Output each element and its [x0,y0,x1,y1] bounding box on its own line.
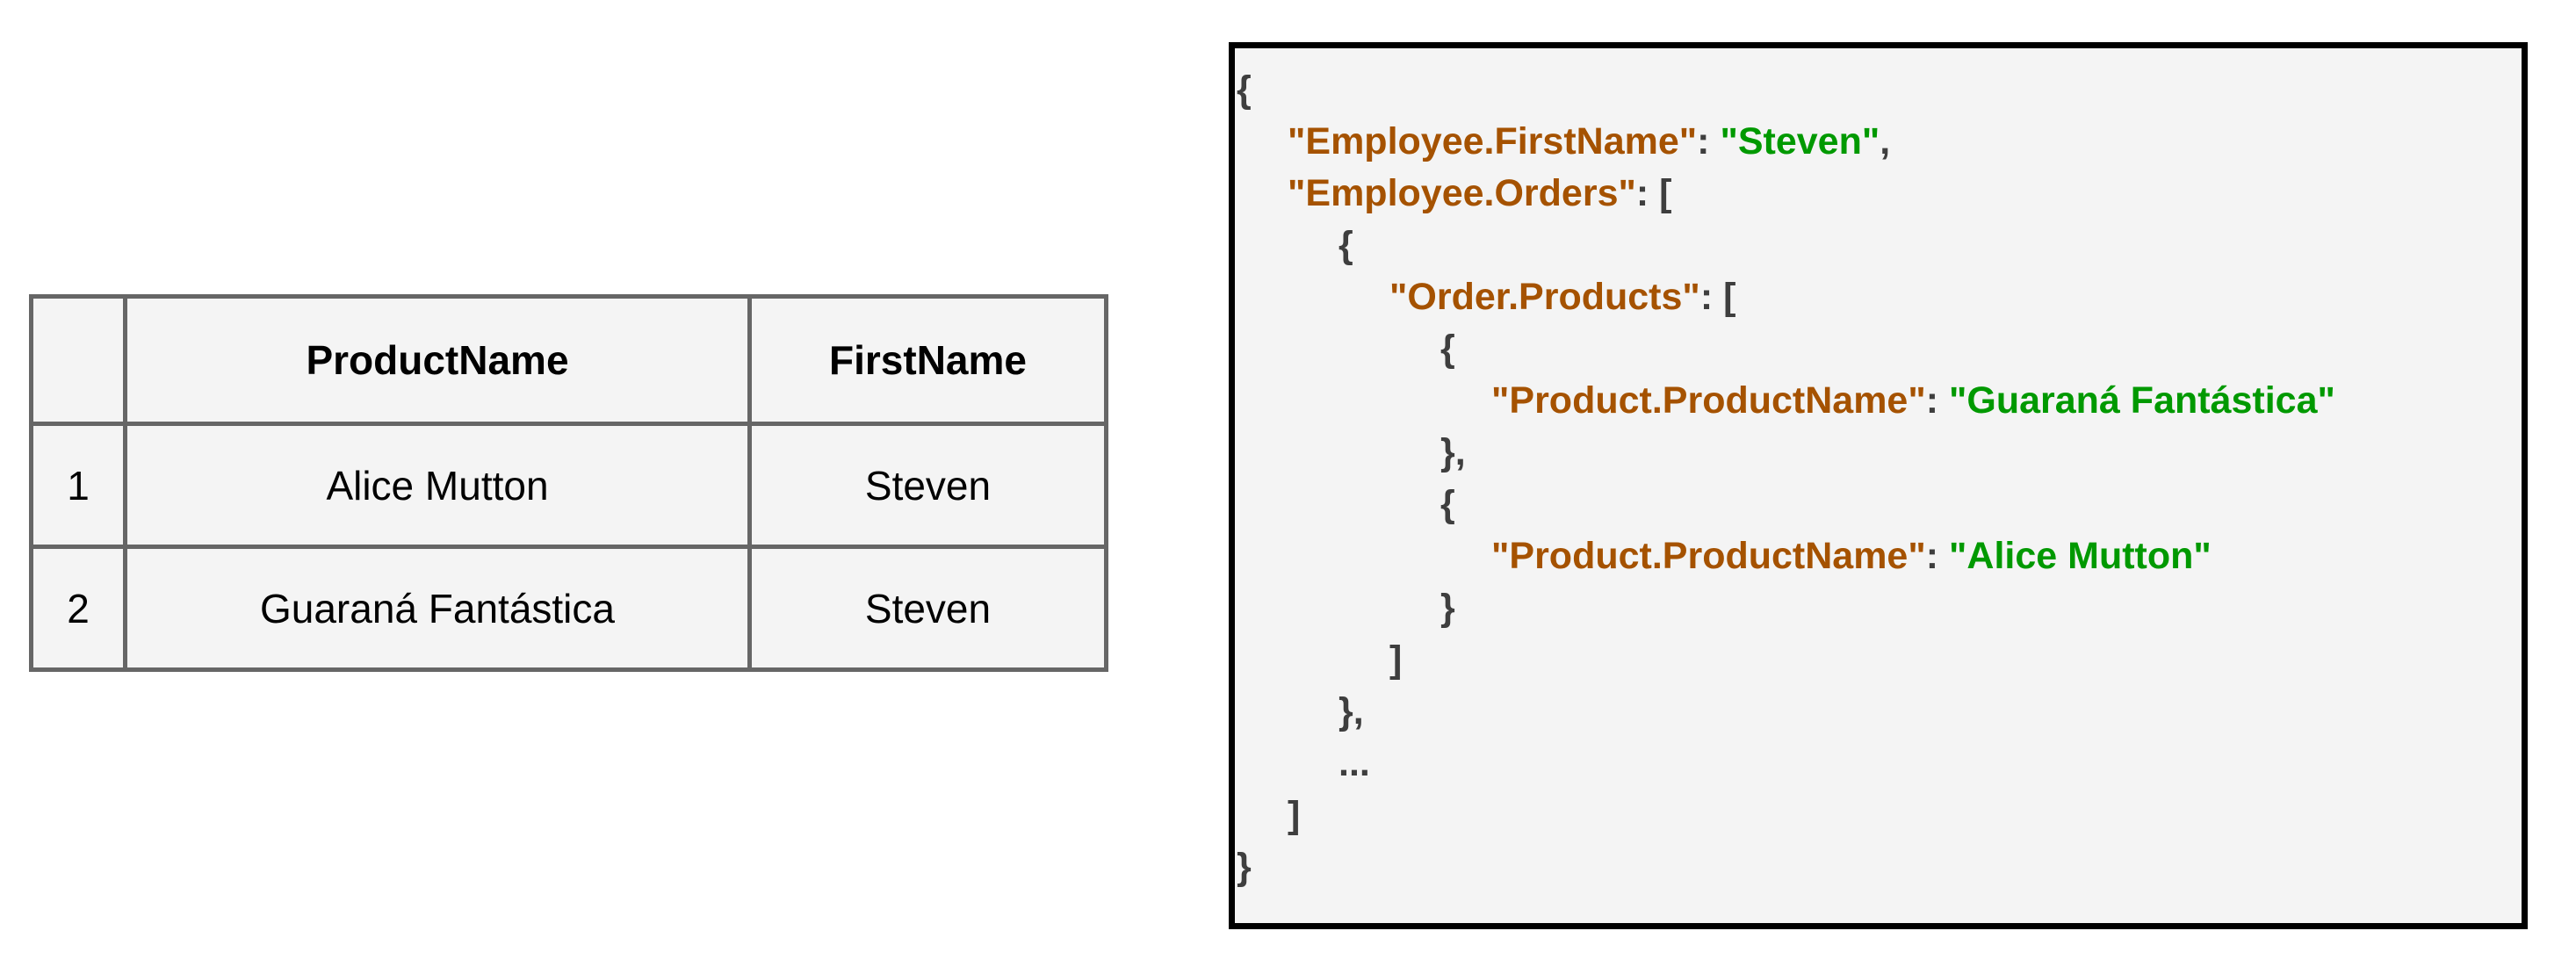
code-line: "Employee.Orders": [ [1237,168,2515,220]
code-line: }, [1237,427,2515,479]
json-string-value: "Guaraná Fantástica" [1949,379,2335,422]
json-key: "Employee.FirstName" [1288,120,1698,162]
json-string-value: "Alice Mutton" [1949,535,2212,577]
first-name-header: FirstName [747,294,1108,426]
code-line: "Order.Products": [ [1237,271,2515,323]
json-output-panel: {"Employee.FirstName": "Steven","Employe… [1229,42,2528,929]
code-line: "Employee.FirstName": "Steven", [1237,116,2515,168]
row-number-header [29,294,127,426]
json-punctuation: ... [1339,742,1370,784]
json-punctuation: } [1440,587,1455,629]
code-line: { [1237,479,2515,530]
code-line: ... [1237,738,2515,790]
json-punctuation: { [1237,69,1252,111]
first-name-cell: Steven [747,545,1108,672]
json-punctuation: }, [1339,690,1364,732]
code-line: { [1237,64,2515,116]
json-punctuation: } [1237,846,1252,888]
json-punctuation: }, [1440,431,1466,473]
json-key: "Order.Products" [1389,276,1700,318]
code-line: { [1237,323,2515,375]
json-key: "Product.ProductName" [1491,535,1926,577]
row-number-cell: 1 [29,422,127,549]
json-key: "Product.ProductName" [1491,379,1926,422]
first-name-cell: Steven [747,422,1108,549]
json-punctuation: : [ [1635,172,1672,214]
code-line: { [1237,220,2515,271]
product-name-cell: Alice Mutton [123,422,752,549]
json-punctuation: { [1339,224,1353,266]
code-line: }, [1237,686,2515,738]
json-punctuation: : [1925,535,1950,577]
json-punctuation: , [1880,120,1891,162]
code-line: "Product.ProductName": "Alice Mutton" [1237,530,2515,582]
code-line: "Product.ProductName": "Guaraná Fantásti… [1237,375,2515,427]
code-line: ] [1237,790,2515,841]
row-number-cell: 2 [29,545,127,672]
json-punctuation: : [ [1699,276,1736,318]
json-punctuation: { [1440,483,1455,525]
json-punctuation: ] [1288,794,1301,836]
product-name-header: ProductName [123,294,752,426]
json-punctuation: : [1697,120,1721,162]
json-key: "Employee.Orders" [1288,172,1636,214]
json-punctuation: : [1925,379,1950,422]
code-line: } [1237,582,2515,634]
json-punctuation: { [1440,328,1455,370]
code-line: } [1237,841,2515,893]
code-line: ] [1237,634,2515,686]
json-string-value: "Steven" [1720,120,1880,162]
json-punctuation: ] [1389,639,1403,681]
product-name-cell: Guaraná Fantástica [123,545,752,672]
